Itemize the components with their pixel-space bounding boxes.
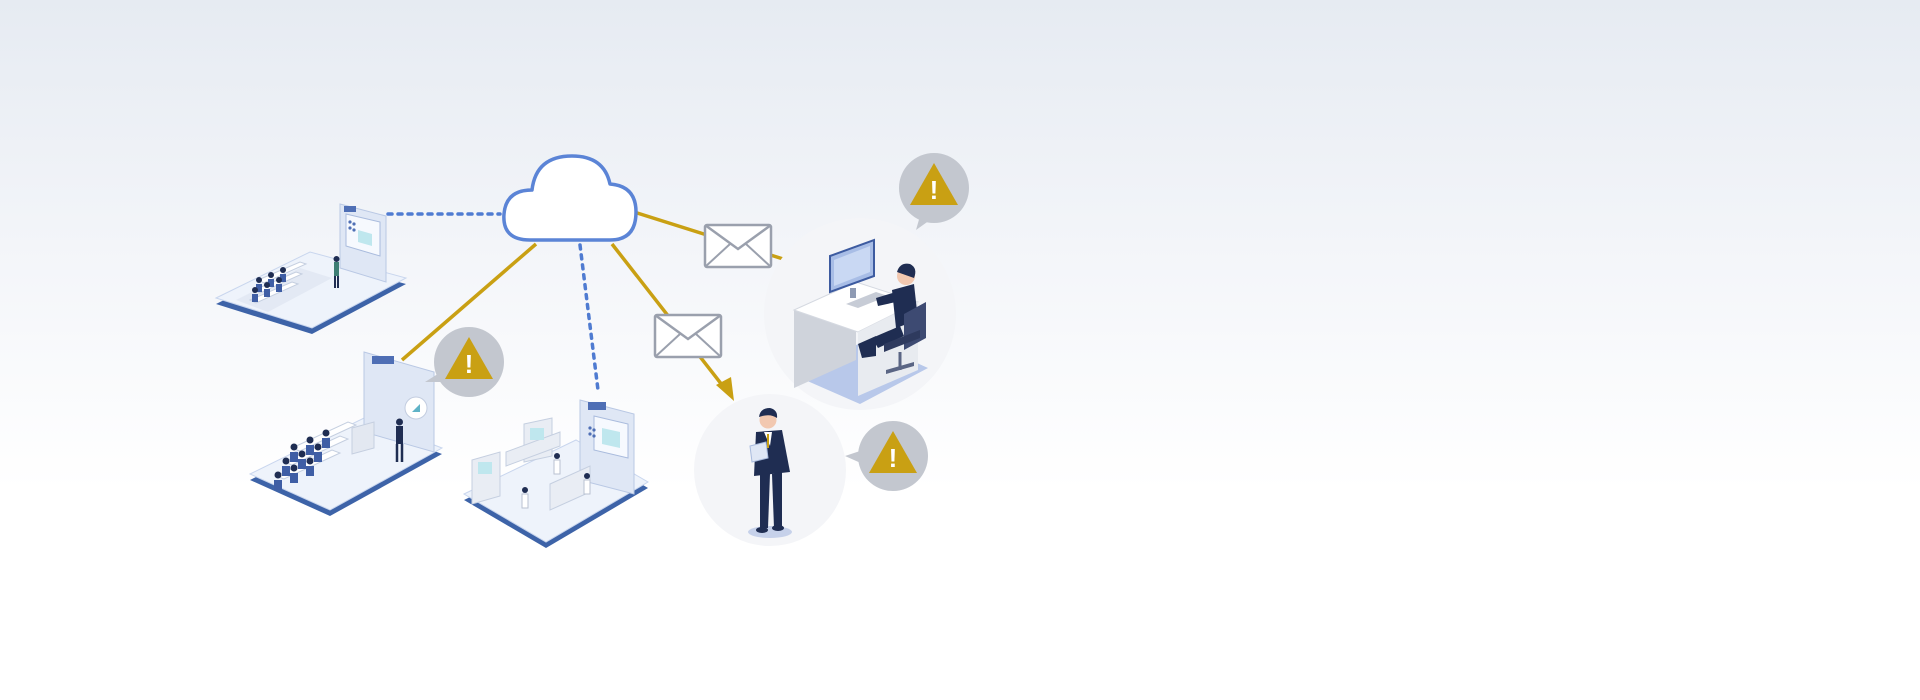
warning-symbol: ! bbox=[889, 443, 898, 473]
alert-link-classroom-bottom bbox=[400, 242, 538, 362]
warning-symbol: ! bbox=[930, 175, 939, 205]
warning-triangle-icon bbox=[869, 431, 917, 473]
classroom-top bbox=[214, 203, 408, 334]
warning-triangle-icon bbox=[910, 163, 958, 205]
arrowhead-standing-man bbox=[716, 377, 734, 401]
laboratory bbox=[462, 399, 649, 548]
desk-worker bbox=[764, 218, 956, 410]
warning-bubble-standing-man: ! bbox=[845, 421, 928, 491]
standing-man bbox=[694, 394, 846, 546]
warning-bubble-classroom: ! bbox=[425, 327, 504, 397]
cloud-icon bbox=[502, 154, 638, 242]
warning-symbol: ! bbox=[465, 349, 474, 379]
warning-triangle-icon bbox=[445, 337, 493, 379]
dotted-link-lab bbox=[578, 243, 600, 392]
envelope-icon bbox=[703, 223, 773, 269]
classroom-bottom bbox=[248, 351, 444, 516]
warning-bubble-desk-worker: ! bbox=[899, 153, 969, 230]
envelope-icon bbox=[653, 313, 723, 359]
